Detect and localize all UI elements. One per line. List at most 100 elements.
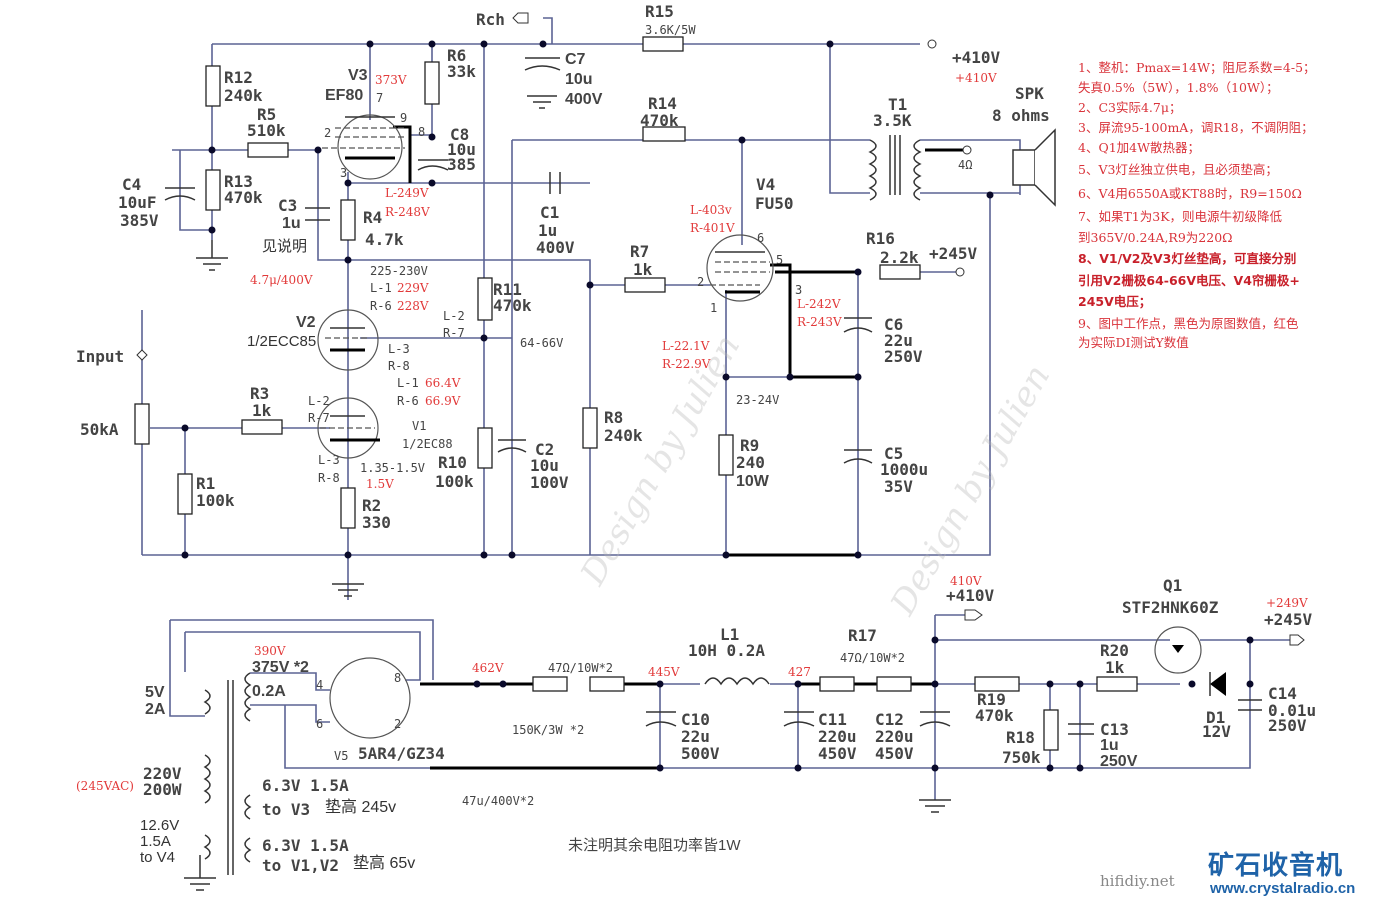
fil3-current: 1.5A [140,833,171,850]
bleeder-resistors: 150K/3W *2 [512,723,585,737]
c11-value: 220u [818,727,857,746]
c11-volt: 450V [818,744,857,763]
volume-pot[interactable]: 50kA [80,420,119,439]
c14-name: C14 [1268,684,1297,703]
v1-grid-r: R-7 [308,411,330,425]
l1-value: 10H 0.2A [688,641,766,660]
footer-note: 未注明其余电阻功率皆1W [568,837,741,854]
note-line: 245V电压； [1078,294,1152,309]
r11-pin-r: R-7 [443,326,465,340]
l1-name: L1 [720,625,740,644]
r4-name: R4 [363,208,383,227]
c14-volt: 250V [1268,716,1307,735]
note-line: 6、V4用6550A或KT88时，R9=150Ω [1078,186,1302,201]
c4-name: C4 [122,175,142,194]
v3-plate-voltage: 373V [375,73,407,87]
r16-value: 2.2k [880,248,919,267]
out410-label: +410V [946,586,995,605]
tube-envelopes [317,114,774,739]
c11-node-voltage: 427 [788,665,811,679]
c8-name: C8 [450,125,470,144]
r20-name: R20 [1100,641,1129,660]
c6-value: 22u [884,331,913,350]
v3-pin-3: 3 [340,166,348,180]
c3-name: C3 [278,196,298,215]
r11-name: R11 [493,280,522,299]
r8-name: R8 [604,408,624,427]
fil3-to: to V4 [140,849,176,866]
r1-value: 100k [196,491,235,510]
v5-pin-4: 4 [316,678,324,692]
d1-value: 12V [1202,722,1231,741]
r9-name: R9 [740,436,760,455]
v1-cath-measured: 1.5V [366,477,394,491]
r3-value: 1k [252,401,272,420]
v3-cath-right: R-248V [385,205,430,219]
v3-pin-2: 2 [324,126,332,140]
fil1-rating: 6.3V 1.5A [262,776,349,795]
c14-value: 0.01u [1268,701,1317,720]
primary-measured: (245VAC) [76,779,134,793]
note-line: 8、V1/V2及V3灯丝垫高，可直接分别 [1078,251,1297,266]
c10-value: 22u [681,727,710,746]
c5-value: 1000u [880,460,929,479]
c5-volt: 35V [884,477,913,496]
v4-pin-1: 1 [710,301,718,315]
v1-plate-r-volt: 66.9V [425,394,461,408]
r9-value: 240 [736,453,765,472]
rch-label: Rch [476,10,505,29]
c10-node-voltage: 445V [648,665,680,679]
r19-value: 470k [975,706,1014,725]
fil5-current: 2A [145,701,166,718]
r14-value: 470k [640,111,679,130]
c7-name: C7 [565,51,586,68]
c10-volt: 500V [681,744,720,763]
r6-name: R6 [447,46,467,65]
v4-cath-orig: 23-24V [736,393,780,407]
out245-measured: +249V [1266,596,1308,610]
t1-tap: 4Ω [958,158,973,172]
r5-name: R5 [257,105,277,124]
v1-plate-l-volt: 66.4V [425,376,461,390]
r18-name: R18 [1006,728,1035,747]
v4-cath-right: R-22.9V [662,357,711,371]
note-line: 为实际DI测试Y数值 [1078,335,1189,350]
r16-name: R16 [866,229,895,248]
zener-d1 [1210,672,1226,696]
v2-plate-l-pin: L-1 [370,281,392,295]
v2-cath-r: R-8 [388,359,410,373]
ground-symbols [184,95,951,891]
spk-value: 8 ohms [992,106,1050,125]
junction-dots [181,40,1254,772]
v4-pin-6: 6 [757,231,765,245]
c12-name: C12 [875,710,904,729]
c7-volt: 400V [565,91,603,108]
v4-pin-5: 5 [776,253,784,267]
fil2-lift: 垫高 65v [353,855,416,872]
c7-value: 10u [565,71,593,88]
v4-screen-left: L-242V [797,297,841,311]
d1-name: D1 [1206,708,1226,727]
r1-name: R1 [196,474,216,493]
v5-pin-6: 6 [316,717,324,731]
v4-plate-right: R-401V [690,221,735,235]
v5-type: 5AR4/GZ34 [358,744,445,763]
choke-l1 [704,677,770,686]
v4-name: V4 [756,175,776,194]
rch-wire [543,17,553,44]
c4-value: 10uF [118,193,157,212]
v3-pin-9: 9 [400,111,408,125]
r12-name: R12 [224,68,253,87]
r17-value: 47Ω/10W*2 [840,651,906,665]
fil5-volt: 5V [145,684,165,701]
fil3-volt: 12.6V [140,817,180,834]
c3-note: 见说明 [262,238,308,255]
r11-pin-l: L-2 [443,309,465,323]
fil2-to: to V1,V2 [262,856,340,875]
v1-grid-l: L-2 [308,394,330,408]
note-line: 5、V3灯丝独立供电，且必须垫高； [1078,162,1278,177]
r8-value: 240k [604,426,643,445]
output-transformer [868,135,922,201]
c4-volt: 385V [120,211,159,230]
brand-url: www.crystalradio.cn [1210,880,1356,897]
